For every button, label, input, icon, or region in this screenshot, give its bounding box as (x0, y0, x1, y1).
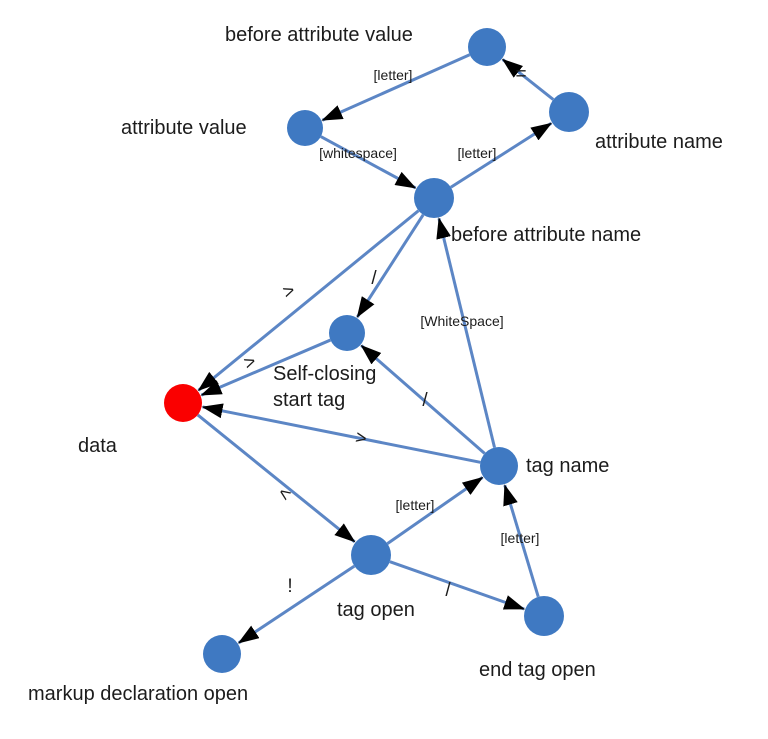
edge-label-tag_name-to-data: > (354, 427, 369, 450)
edge-before_attribute_name-to-attribute_name (450, 122, 553, 189)
edge-attribute_value-to-before_attribute_name (320, 135, 417, 190)
edge-label-data-to-tag_open: < (274, 483, 295, 507)
edge-before_attribute_name-to-self_closing_start_tag (356, 213, 425, 318)
edge-data-to-tag_open (196, 413, 356, 543)
node-self_closing_start_tag (329, 315, 365, 351)
node-label-before_attribute_value: before attribute value (225, 24, 413, 46)
edge-label-tag_open-to-markup_declaration_open: ! (287, 576, 292, 597)
node-label-tag_name: tag name (526, 455, 609, 477)
edge-label-tag_name-to-before_attribute_name: [WhiteSpace] (420, 313, 503, 329)
node-before_attribute_name (414, 178, 454, 218)
nodes-layer (164, 28, 589, 673)
edge-end_tag_open-to-tag_name (503, 484, 540, 598)
edge-before_attribute_name-to-data (197, 209, 420, 392)
node-data (164, 384, 202, 422)
node-end_tag_open (524, 596, 564, 636)
node-label-attribute_value: attribute value (121, 117, 247, 139)
edge-tag_open-to-markup_declaration_open (237, 564, 356, 645)
node-label-attribute_name: attribute name (595, 131, 723, 153)
edge-label-tag_open-to-tag_name: [letter] (396, 497, 435, 513)
edge-label-end_tag_open-to-tag_name: [letter] (501, 530, 540, 546)
edge-tag_name-to-before_attribute_name (436, 217, 496, 448)
edge-before_attribute_value-to-attribute_value (321, 53, 471, 122)
node-label-markup_declaration_open: markup declaration open (28, 683, 248, 705)
edge-label-before_attribute_value-to-attribute_value: [letter] (374, 67, 413, 83)
edge-self_closing_start_tag-to-data (200, 338, 332, 397)
node-label-end_tag_open: end tag open (479, 659, 596, 681)
node-label-before_attribute_name: before attribute name (451, 224, 641, 246)
node-tag_name (480, 447, 518, 485)
edge-label-tag_open-to-end_tag_open: / (445, 580, 451, 601)
edge-label-before_attribute_name-to-self_closing_start_tag: / (371, 268, 377, 289)
edge-label-before_attribute_name-to-attribute_name: [letter] (458, 145, 497, 161)
edge-label-attribute_value-to-before_attribute_name: [whitespace] (319, 145, 397, 161)
edge-tag_name-to-data (201, 403, 481, 464)
node-label-tag_open: tag open (337, 599, 415, 621)
labels-layer: [letter] = [whitespace] [letter] > / [WhiteSpa… (28, 24, 723, 705)
edge-tag_name-to-self_closing_start_tag (360, 344, 486, 455)
edge-tag_open-to-end_tag_open (389, 560, 526, 611)
edge-attribute_name-to-before_attribute_value (501, 58, 555, 101)
node-before_attribute_value (468, 28, 506, 66)
node-tag_open (351, 535, 391, 575)
node-attribute_name (549, 92, 589, 132)
edge-label-before_attribute_name-to-data: > (280, 280, 298, 304)
node-label-data: data (78, 435, 118, 457)
node-attribute_value (287, 110, 323, 146)
edge-label-attribute_name-to-before_attribute_value: = (515, 64, 526, 85)
edge-tag_open-to-tag_name (386, 476, 484, 545)
edge-label-tag_name-to-self_closing_start_tag: / (422, 390, 428, 411)
edges-layer (196, 53, 555, 645)
edge-label-self_closing_start_tag-to-data: > (241, 351, 259, 375)
node-markup_declaration_open (203, 635, 241, 673)
